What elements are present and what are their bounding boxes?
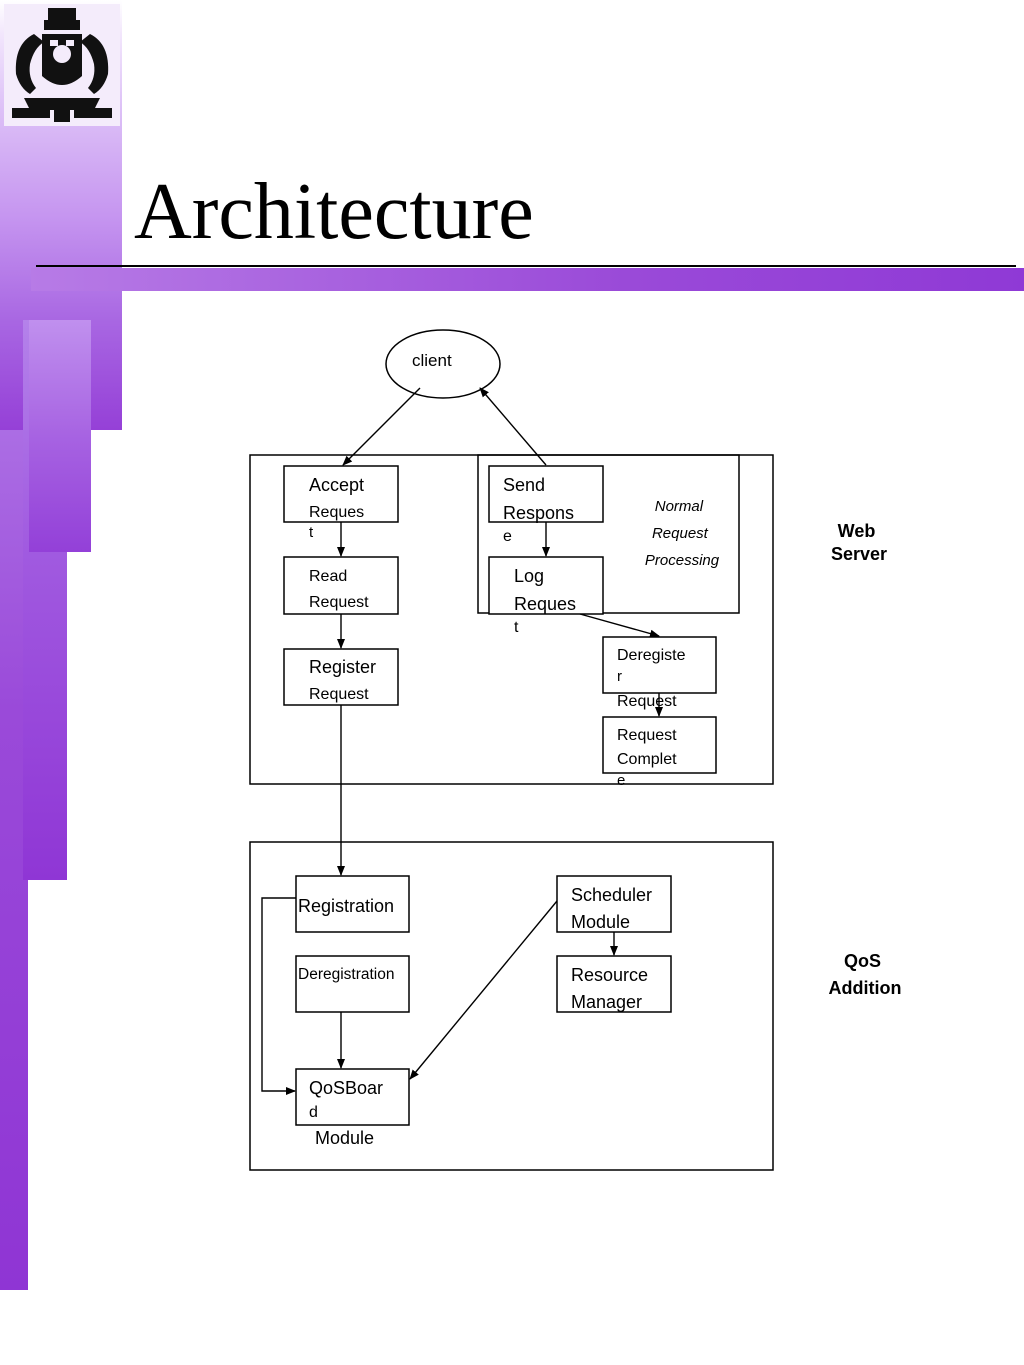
page-title: Architecture (134, 168, 534, 256)
register-request-label: Register Request (309, 657, 380, 703)
resource-manager-box (556, 955, 672, 1013)
qosboard-module-box (295, 1068, 410, 1126)
arrow-client-to-accept (342, 387, 421, 466)
client-label: client (412, 351, 452, 370)
registration-box (295, 875, 410, 933)
request-complete-label: Request Complet e (617, 727, 681, 789)
arrow-log-to-deregister (579, 613, 660, 638)
request-complete-box (602, 716, 717, 774)
normal-processing-label: Normal Request Processing (645, 498, 720, 569)
register-request-box (283, 648, 399, 706)
decor-stripe-inner (29, 320, 91, 552)
read-request-box (283, 556, 399, 615)
log-request-box (488, 556, 604, 615)
read-request-label: Read Request (309, 568, 369, 611)
normal-processing-container (477, 454, 740, 614)
deregister-request-label: Deregiste r Request (617, 647, 690, 710)
deregistration-label: Deregistration (298, 966, 395, 983)
log-request-label: Log Reques t (514, 566, 581, 636)
scheduler-module-box (556, 875, 672, 933)
title-divider (36, 265, 1016, 267)
arrow-scheduler-to-qosboard (409, 900, 558, 1080)
client-node (385, 329, 501, 399)
accept-request-label: Accept Reques t (309, 475, 369, 541)
qos-container (249, 841, 774, 1171)
arrow-registration-to-qosboard (261, 897, 296, 1095)
send-response-label: Send Respons e (503, 475, 579, 545)
accept-request-box (283, 465, 399, 523)
title-accent-bar (31, 268, 1024, 291)
crest-icon (4, 4, 120, 126)
deregistration-box (295, 955, 410, 1013)
scheduler-module-label: Scheduler Module (571, 885, 657, 932)
web-server-label: Web Server (831, 521, 887, 564)
qos-addition-label: QoS Addition (829, 951, 902, 998)
arrow-send-to-client (479, 387, 547, 466)
qosboard-module-label: QoSBoar d Module (309, 1078, 388, 1148)
resource-manager-label: Resource Manager (571, 965, 653, 1012)
registration-label: Registration (298, 896, 394, 916)
